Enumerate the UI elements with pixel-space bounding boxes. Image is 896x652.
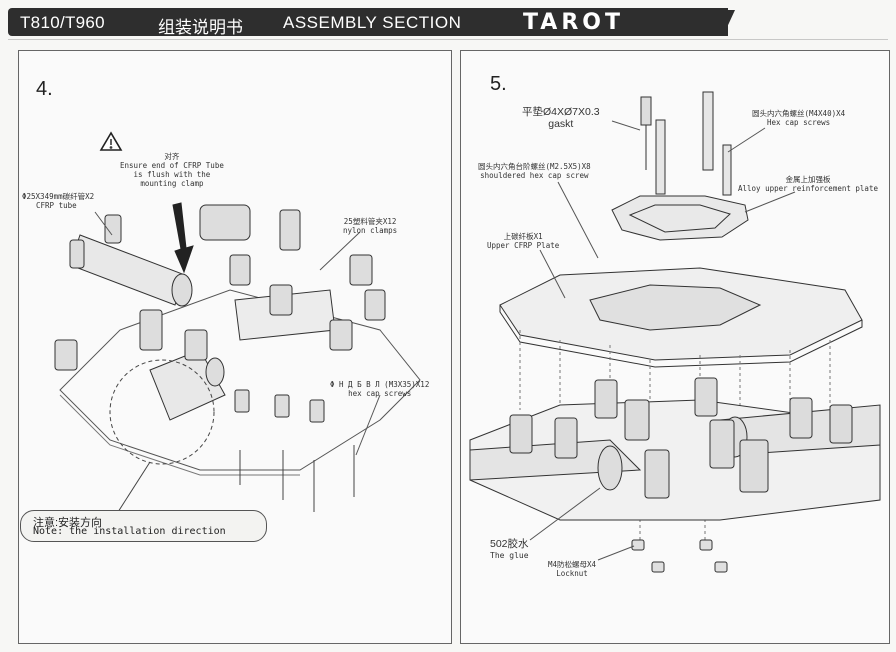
step4-screws [239,445,355,512]
note-label-cn: 注意:安装方向 [33,517,103,529]
shoulder-screw-callout: 圆头内六角台阶螺丝(M2.5X5)X8 shouldered hex cap s… [478,162,591,180]
installation-note: 注意:安装方向 Note: the installation direction [20,510,267,542]
step4-warning-icon [99,131,123,151]
clamp-label-en: nylon clamps [343,226,398,235]
manual-title-cn: 组装说明书 [158,18,243,37]
clamp-label-cn: 25塑料管夹X12 [343,217,397,226]
screw-callout: Φ H Д Б Β Л (M3X35)X12 hex cap screws [330,380,429,398]
note-label-en: Note: the installation direction [33,526,226,537]
step5-clamps [509,377,853,499]
step5-leader-lines [529,120,796,561]
screw-label-en: hex cap screws [348,389,412,398]
hexcap-callout: 圆头内六角螺丝(M4X40)X4 Hex cap screws [752,109,845,127]
step5-upper-plate [499,267,863,368]
alloy-label-en: Alloy upper reinforcement plate [738,184,878,193]
step-4-number: 4. [36,78,53,100]
upper-label-en: Upper CFRP Plate [487,241,560,250]
header-bar: T810/T960 组装说明书 ASSEMBLY SECTION TAROT [8,8,728,37]
glue-callout: 502胶水 The glue [490,538,529,562]
step-4-panel [18,50,452,644]
shoulder-label-en: shouldered hex cap screw [480,171,589,180]
locknut-label-cn: M4防松螺母X4 [548,560,597,569]
hexcap-label-en: Hex cap screws [766,118,831,127]
tube-callout: Φ25X349mm碳纤管X2 CFRP tube [22,192,94,210]
step5-locknuts [631,539,728,573]
step5-reinforcement-plate [611,195,749,241]
step4-arrow [172,202,194,274]
step4-detail-circle [109,359,215,513]
locknut-label-en: Locknut [556,569,588,578]
upper-label-cn: 上碳纤板X1 [503,232,543,241]
brand-logo: TAROT [523,10,624,35]
section-title: ASSEMBLY SECTION [283,13,462,32]
clamp-callout: 25塑料管夹X12 nylon clamps [343,217,397,235]
header-stripes [8,10,888,40]
locknut-callout: M4防松螺母X4 Locknut [548,560,596,578]
step4-cfrp-tubes [69,234,336,421]
alloy-label-cn: 金属上加强板 [785,175,831,184]
step4-clamps [54,204,386,423]
align-label-en-2: is flush with the [133,170,211,179]
step4-frame-plate [59,289,421,476]
align-label-cn: 对齐 [164,152,180,161]
gasket-label-cn: 平垫Ø4XØ7X0.3 [522,106,600,118]
tube-label-cn: Φ25X349mm碳纤管X2 [22,192,95,201]
glue-label-en: The glue [490,551,529,560]
model-title: T810/T960 [20,13,105,32]
step5-screws-top [640,91,732,196]
alloy-plate-callout: 金属上加强板 Alloy upper reinforcement plate [738,175,878,193]
step-5-number: 5. [490,73,507,95]
upper-plate-callout: 上碳纤板X1 Upper CFRP Plate [487,232,559,250]
hexcap-label-cn: 圆头内六角螺丝(M4X40)X4 [752,109,846,118]
gasket-callout: 平垫Ø4XØ7X0.3 gaskt [522,106,600,130]
step4-leader-lines [94,211,381,456]
screw-label-cn: Φ H Д Б Β Л (M3X35)X12 [330,380,430,389]
align-label-en-3: mounting clamp [140,179,204,188]
shoulder-label-cn: 圆头内六角台阶螺丝(M2.5X5)X8 [478,162,591,171]
gasket-label-en: gaskt [548,118,574,130]
glue-label-cn: 502胶水 [490,538,529,550]
align-label-en-1: Ensure end of CFRP Tube [120,161,224,170]
align-callout: 对齐 Ensure end of CFRP Tube is flush with… [120,152,224,188]
tube-label-en: CFRP tube [36,201,77,210]
